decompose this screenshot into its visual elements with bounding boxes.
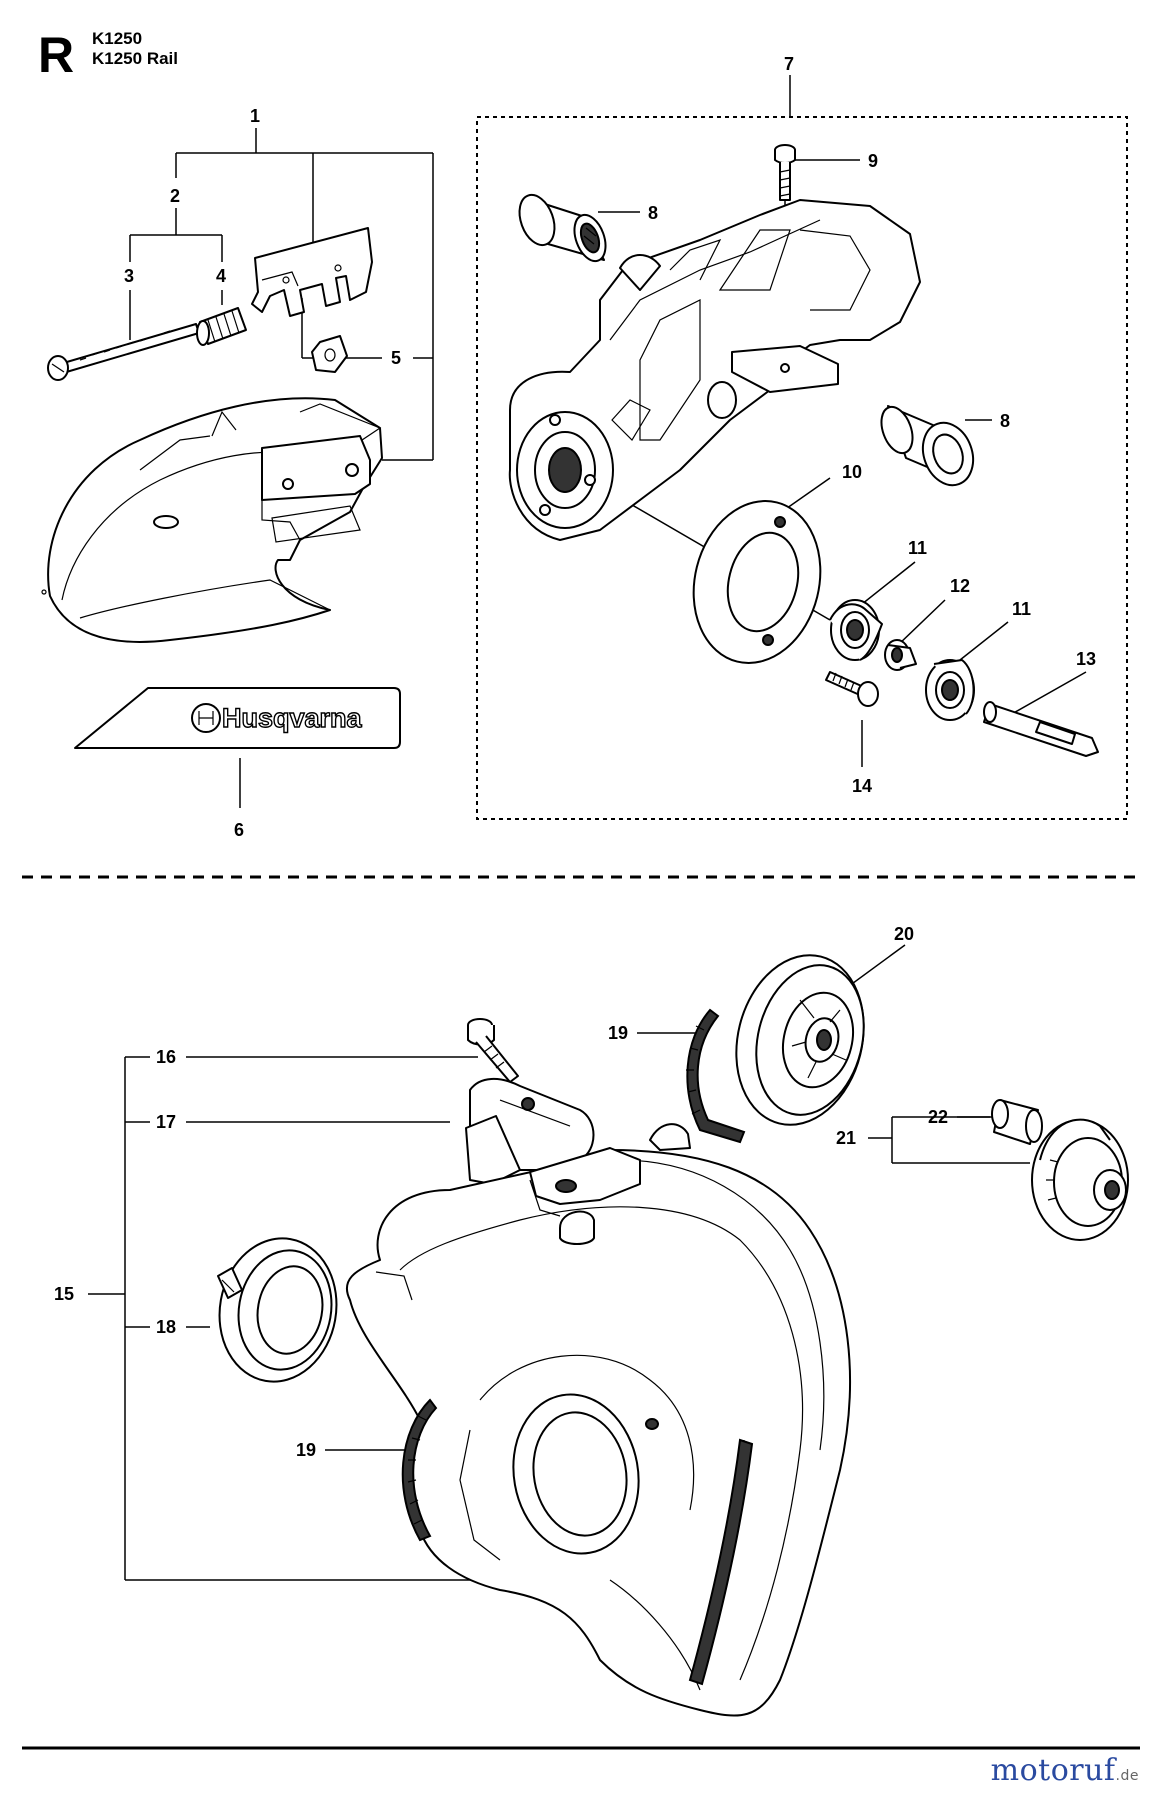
callout-20: 20 (894, 924, 914, 944)
callout-8-bottom: 8 (1000, 411, 1010, 431)
part-screw-9 (774, 144, 796, 201)
callout-16: 16 (156, 1047, 176, 1067)
watermark: motoruf.de (991, 1756, 1139, 1786)
part-spring-4 (196, 307, 247, 346)
callout-8-top: 8 (648, 203, 658, 223)
callout-3: 3 (124, 266, 134, 286)
part-guard-cover (41, 397, 383, 643)
callout-4: 4 (216, 266, 226, 286)
part-shaft-13 (983, 701, 1099, 757)
part-screw-14 (825, 671, 879, 707)
callout-5: 5 (391, 348, 401, 368)
part-bearing-11-a (829, 599, 883, 661)
part-pulley-21 (1031, 1118, 1129, 1241)
callout-17: 17 (156, 1112, 176, 1132)
callout-18: 18 (156, 1317, 176, 1337)
callout-10: 10 (842, 462, 862, 482)
callout-19-lower: 19 (296, 1440, 316, 1460)
part-decal-6: Husqvarna (74, 687, 401, 749)
part-bushing-8-top (518, 193, 607, 263)
callout-6: 6 (234, 820, 244, 840)
callout-2: 2 (170, 186, 180, 206)
callout-14: 14 (852, 776, 872, 796)
part-belt-19-upper (686, 1008, 746, 1144)
part-bracket-17 (465, 1078, 595, 1185)
part-screw-3 (47, 323, 200, 381)
callout-9: 9 (868, 151, 878, 171)
part-clip-plate (251, 227, 373, 317)
callout-1: 1 (250, 106, 260, 126)
callout-7: 7 (784, 54, 794, 74)
part-bolt-16 (467, 1018, 519, 1083)
husqvarna-decal-text: Husqvarna (222, 703, 363, 733)
model-name-k1250-rail: K1250 Rail (92, 49, 178, 68)
part-spacer-12 (884, 639, 917, 671)
part-bushing-22 (991, 1099, 1043, 1145)
callout-11-a: 11 (908, 538, 927, 558)
section-letter: R (38, 27, 75, 83)
part-seal-18 (217, 1237, 338, 1383)
callout-13: 13 (1076, 649, 1096, 669)
part-bearing-11-b (925, 659, 975, 721)
watermark-name: motoruf (990, 1753, 1116, 1788)
watermark-suffix: .de (1115, 1768, 1139, 1784)
callout-21: 21 (836, 1128, 856, 1148)
callout-12: 12 (950, 576, 970, 596)
callout-11-b: 11 (1012, 599, 1031, 619)
group-7-frame (476, 116, 1128, 820)
part-belt-19-lower (401, 1398, 754, 1686)
part-bushing-8-bottom (880, 405, 975, 487)
part-nut-5 (311, 335, 348, 373)
part-pulley-20 (735, 954, 865, 1126)
callout-tree-1 (129, 128, 434, 808)
part-arm-casting (508, 199, 921, 541)
model-name-k1250: K1250 (92, 29, 143, 48)
callout-15: 15 (54, 1284, 74, 1304)
part-washer-10 (692, 500, 822, 664)
callout-22: 22 (928, 1107, 948, 1127)
callout-19-upper: 19 (608, 1023, 628, 1043)
callout-labels: 1 2 3 4 5 6 7 8 8 9 10 11 11 12 13 14 15… (54, 54, 1096, 1460)
